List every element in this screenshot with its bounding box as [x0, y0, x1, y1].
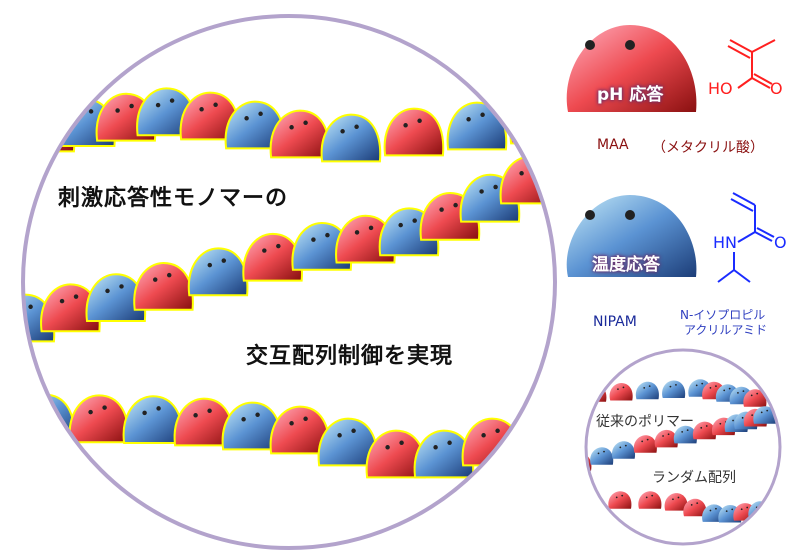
monomer-bead-red: [383, 107, 445, 157]
nipam-name-line2: アクリルアミド: [684, 323, 768, 337]
monomer-bead-blue: [611, 441, 636, 459]
inset-label-line1: 従来のポリマー: [596, 414, 694, 430]
monomer-bead-blue: [446, 101, 508, 151]
monomer-bead-blue: [662, 380, 686, 399]
nipam-atom-hn: HN: [713, 233, 737, 252]
inset-label-line2: ランダム配列: [652, 470, 736, 486]
maa-monomer-bead: [566, 25, 697, 112]
monomer-bead-red: [509, 95, 555, 145]
nipam-name-line1: N-イソプロピル: [680, 308, 766, 322]
monomer-bead-blue: [590, 447, 614, 465]
maa-name: （メタクリル酸）: [652, 140, 764, 156]
maa-atom-ho: HO: [708, 79, 733, 98]
monomer-bead-blue: [23, 393, 76, 443]
monomer-bead-blue: [673, 425, 697, 444]
headline-line1: 刺激応答性モノマーの: [58, 186, 289, 211]
main-circle-ring: [21, 14, 557, 550]
maa-atom-o: O: [770, 79, 783, 98]
monomer-bead-red: [664, 493, 688, 511]
monomer-bead-red: [743, 389, 767, 407]
nipam-atom-o: O: [774, 233, 787, 252]
maa-structure: [727, 39, 776, 89]
headline-line2: 交互配列制御を実現: [246, 344, 454, 369]
nipam-bead-label: 温度応答: [592, 255, 660, 275]
nipam-structure: [717, 192, 775, 283]
monomer-bead-red: [683, 498, 707, 517]
maa-bead-label: pH 応答: [597, 85, 664, 105]
monomer-bead-red: [654, 429, 678, 448]
monomer-bead-red: [609, 382, 633, 401]
monomer-bead-blue: [320, 113, 382, 163]
inset-circle-ring: [584, 348, 782, 546]
monomer-bead-blue: [635, 381, 659, 400]
monomer-bead-red: [608, 491, 632, 509]
nipam-monomer-bead: [566, 195, 697, 277]
monomer-bead-red: [692, 421, 716, 440]
monomer-bead-red: [638, 491, 662, 509]
monomer-bead-blue: [753, 406, 777, 424]
maa-abbr: MAA: [597, 137, 629, 153]
inset-chains: [586, 379, 777, 523]
nipam-abbr: NIPAM: [593, 314, 637, 330]
monomer-bead-red: [633, 435, 657, 453]
